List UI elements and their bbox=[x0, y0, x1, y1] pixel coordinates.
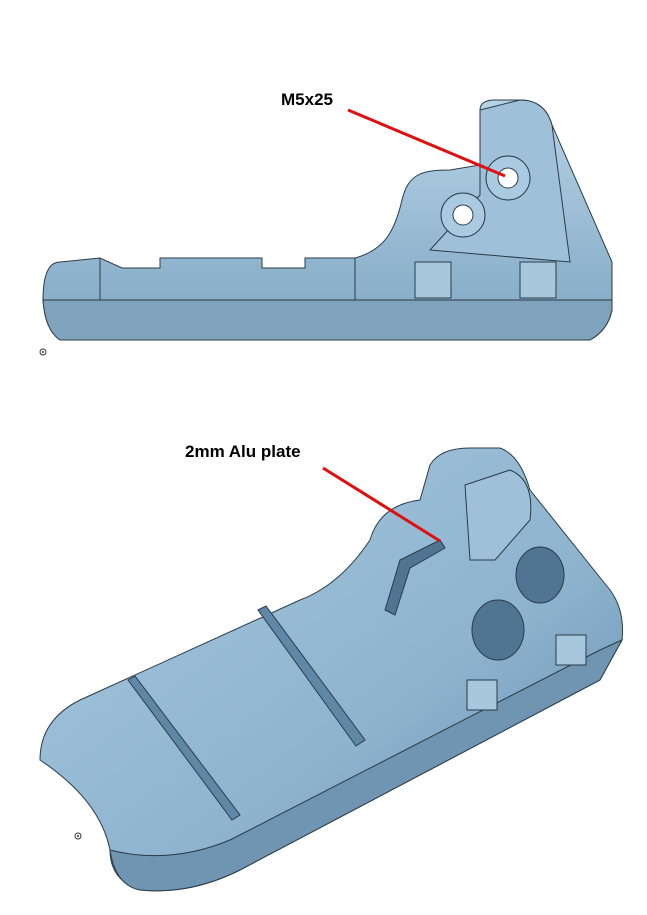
side-view-part bbox=[42, 99, 613, 341]
hole bbox=[515, 546, 565, 604]
side-view-tab bbox=[519, 261, 557, 299]
iso-view-groove bbox=[127, 675, 241, 821]
iso-view-tab bbox=[555, 634, 587, 666]
m5-hole bbox=[497, 167, 519, 189]
origin-marker bbox=[74, 832, 82, 840]
hole bbox=[471, 599, 525, 661]
leader-line-m5 bbox=[347, 108, 506, 178]
annotation-m5x25: M5x25 bbox=[281, 90, 333, 109]
iso-view-body bbox=[39, 447, 623, 892]
iso-view-plate-slot bbox=[384, 539, 446, 616]
iso-view-groove bbox=[257, 605, 366, 747]
annotation-alu-plate: 2mm Alu plate bbox=[185, 442, 301, 461]
hole bbox=[452, 204, 474, 226]
side-view-base bbox=[42, 299, 613, 341]
iso-view-part bbox=[39, 447, 624, 892]
iso-view-bracket bbox=[464, 469, 532, 561]
origin-marker bbox=[39, 348, 47, 356]
leader-line-alu-plate bbox=[322, 466, 441, 543]
iso-view-tab bbox=[466, 679, 498, 711]
side-view-tab bbox=[414, 261, 452, 299]
